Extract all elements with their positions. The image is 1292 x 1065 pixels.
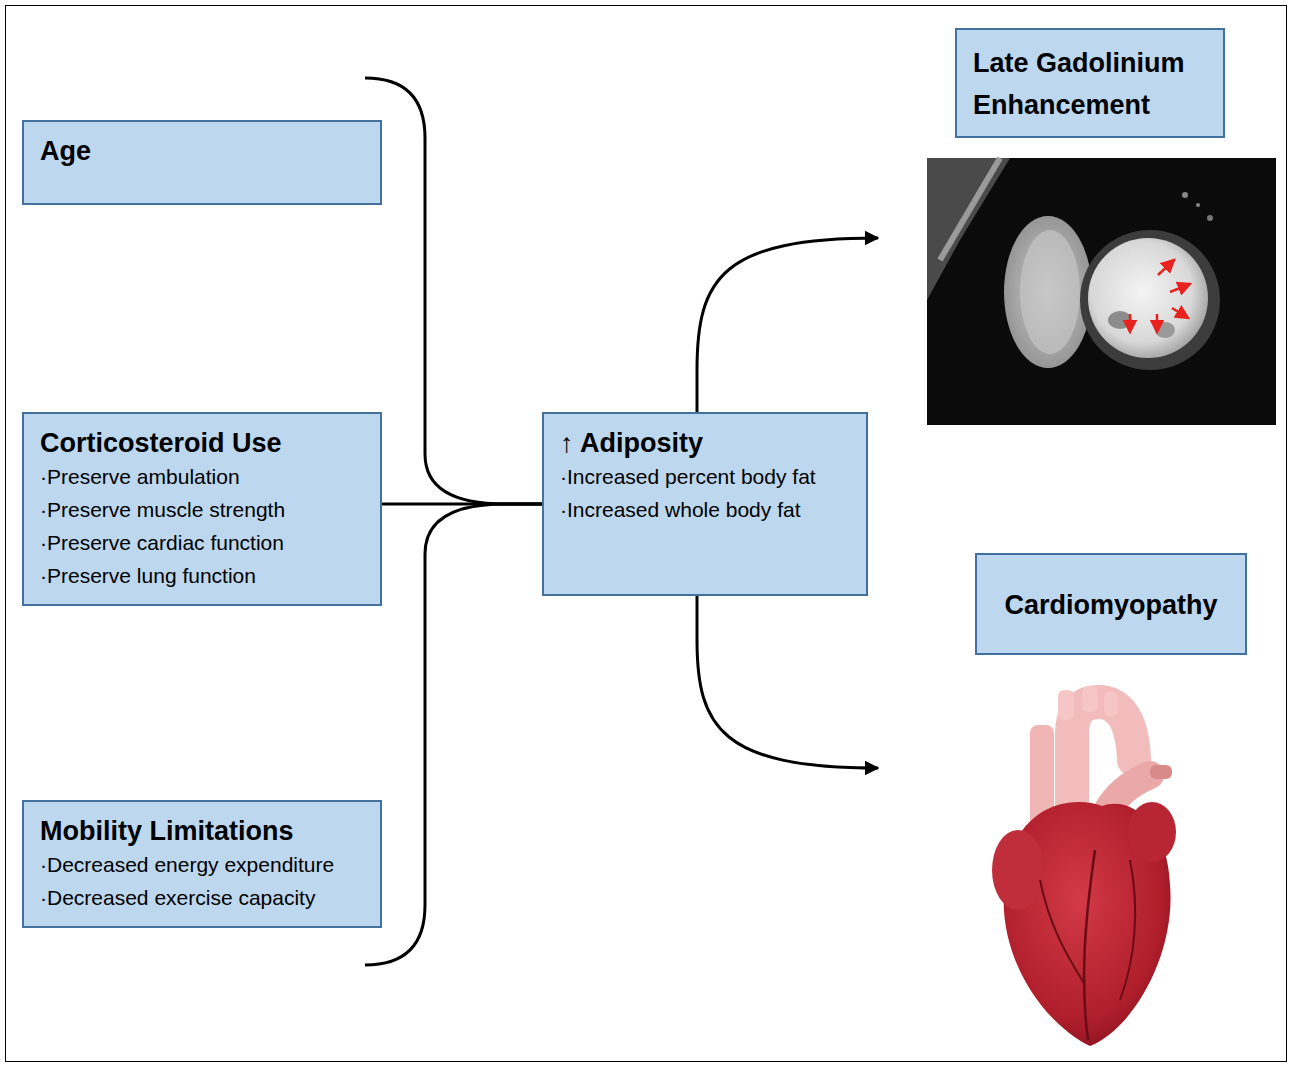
process-box: Corticosteroid Use·Preserve ambulation·P…: [22, 412, 382, 606]
curved-arrow: [697, 238, 878, 412]
text-stack: Late Gadolinium Enhancement: [973, 42, 1207, 126]
mri-speckle: [1207, 215, 1213, 221]
heart-left-atrium: [1128, 802, 1176, 862]
text-stack: ↑ Adiposity·Increased percent body fat·I…: [560, 426, 850, 526]
heart-vessel: [1104, 692, 1118, 716]
mri-speckle: [1182, 192, 1188, 198]
node-region: Cardiomyopathy: [880, 553, 1260, 1050]
node-region: Late Gadolinium Enhancement: [880, 28, 1276, 425]
mri-chest-line: [940, 158, 1000, 260]
heart-illustration: [992, 686, 1176, 1046]
process-box: ↑ Adiposity·Increased percent body fat·I…: [542, 412, 868, 596]
process-box: Mobility Limitations·Decreased energy ex…: [22, 800, 382, 928]
box-heading: Cardiomyopathy: [1004, 588, 1217, 622]
brace-connector: [365, 504, 542, 965]
mri-chest-wall: [927, 158, 1010, 300]
heart-vessel: [1082, 686, 1098, 712]
red-arrow: [1172, 308, 1188, 318]
brace-connector: [365, 78, 542, 504]
text-stack: Age: [40, 134, 364, 168]
red-arrow: [1129, 314, 1132, 332]
text-stack: Mobility Limitations·Decreased energy ex…: [40, 814, 364, 914]
heart-coronary: [1084, 850, 1095, 1040]
bullet-item: ·Increased percent body fat: [560, 460, 850, 493]
red-arrow: [1158, 260, 1174, 275]
mri-papillary: [1108, 311, 1132, 329]
mri-rv-cavity: [1020, 230, 1080, 354]
mri-right-ventricle: [1004, 216, 1092, 368]
red-arrow: [1170, 284, 1190, 292]
mri-image: [927, 158, 1276, 425]
bullet-item: ·Preserve muscle strength: [40, 493, 364, 526]
curved-arrow: [697, 596, 878, 768]
red-arrow: [1156, 314, 1159, 332]
heart-coronary: [1120, 860, 1135, 1000]
heart-vessel: [1150, 765, 1172, 779]
label-box: Cardiomyopathy: [975, 553, 1247, 655]
box-heading: Corticosteroid Use: [40, 426, 364, 460]
heart-coronary: [1040, 880, 1085, 985]
bullet-item: ·Preserve lung function: [40, 559, 364, 592]
bullet-item: ·Decreased energy expenditure: [40, 848, 364, 881]
mri-left-ventricle: [1088, 238, 1208, 358]
text-stack: Cardiomyopathy: [1004, 588, 1217, 622]
text-stack: Corticosteroid Use·Preserve ambulation·P…: [40, 426, 364, 592]
box-heading: Late Gadolinium Enhancement: [973, 42, 1207, 126]
bullet-item: ·Preserve cardiac function: [40, 526, 364, 559]
mri-background: [927, 158, 1276, 425]
box-heading: ↑ Adiposity: [560, 426, 850, 460]
mri-speckle: [1196, 203, 1200, 207]
heart-right-atrium: [992, 830, 1044, 910]
label-box: Late Gadolinium Enhancement: [955, 28, 1225, 138]
heart-vessel: [1058, 690, 1074, 720]
mri-myocardium: [1080, 230, 1220, 370]
bullet-item: ·Increased whole body fat: [560, 493, 850, 526]
process-box: Age: [22, 120, 382, 205]
box-heading: Mobility Limitations: [40, 814, 364, 848]
bullet-item: ·Preserve ambulation: [40, 460, 364, 493]
box-heading: Age: [40, 134, 364, 168]
bullet-item: ·Decreased exercise capacity: [40, 881, 364, 914]
